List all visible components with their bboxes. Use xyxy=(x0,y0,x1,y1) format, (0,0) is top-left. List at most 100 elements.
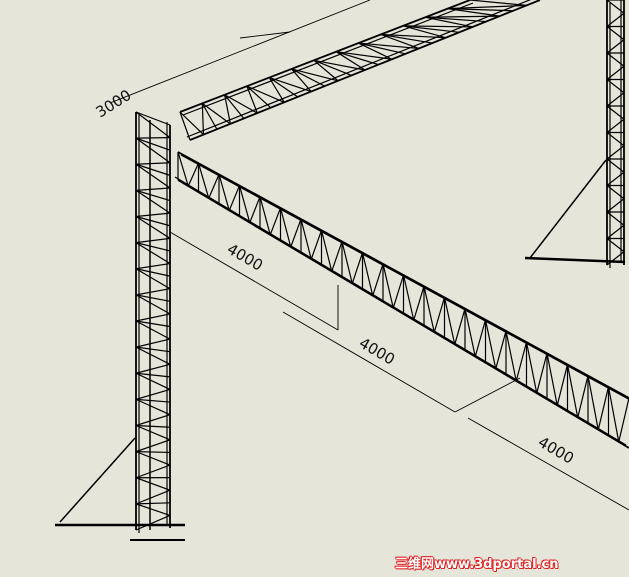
front-beam-diagonal xyxy=(341,241,353,284)
left-column-diagonal xyxy=(135,414,171,427)
front-beam-diagonal xyxy=(525,341,538,394)
right-column-diagonal xyxy=(606,211,625,226)
watermark-logo: 三维网www.3dportal.cn xyxy=(395,557,559,572)
front-beam-diagonal xyxy=(331,241,343,272)
left-column-diagonal xyxy=(135,424,171,441)
rear-beam-diagonal xyxy=(201,103,205,135)
right-column-diagonal xyxy=(606,171,625,186)
front-beam-diagonal xyxy=(484,319,497,369)
front-beam-diagonal xyxy=(464,308,476,357)
rear-beam-strut xyxy=(358,42,406,55)
left-column-diagonal xyxy=(135,398,171,416)
rear-beam-strut xyxy=(403,25,460,33)
dimension-line xyxy=(169,231,339,331)
left-column-strut xyxy=(135,424,171,428)
front-beam-diagonal xyxy=(587,375,599,430)
front-beam-diagonal xyxy=(290,218,302,248)
rear-beam-diagonal xyxy=(358,42,393,60)
front-beam-diagonal xyxy=(259,196,271,235)
front-beam-diagonal xyxy=(392,274,405,309)
extension-line xyxy=(454,377,521,413)
front-beam-diagonal xyxy=(310,230,323,260)
left-column-strut xyxy=(135,111,171,126)
front-beam-diagonal xyxy=(474,319,487,357)
rear-beam-diagonal xyxy=(291,68,339,82)
front-beam-diagonal xyxy=(228,185,241,211)
left-column-diagonal xyxy=(135,363,171,374)
right-column-diagonal xyxy=(606,145,625,160)
front-beam-diagonal xyxy=(556,364,569,406)
left-column-strut xyxy=(135,163,171,176)
rear-beam-diagonal xyxy=(469,0,527,6)
front-beam-diagonal xyxy=(208,174,220,199)
rear-beam-strut xyxy=(313,59,352,76)
left-column-diagonal xyxy=(135,288,171,296)
right-column-diagonal xyxy=(606,158,625,173)
front-beam-diagonal xyxy=(546,353,558,406)
rear-beam-diagonal xyxy=(447,4,527,10)
right-column-diagonal xyxy=(606,92,625,107)
right-column-diagonal xyxy=(606,185,625,200)
right-column-diagonal xyxy=(606,198,625,213)
rear-beam-diagonal xyxy=(268,77,285,103)
front-beam-diagonal xyxy=(279,207,292,248)
rear-beam-strut xyxy=(335,51,379,66)
left-column-strut xyxy=(135,215,171,227)
front-beam-diagonal xyxy=(495,330,507,369)
dimension-4000-1: 4000 xyxy=(224,240,266,275)
front-beam-diagonal xyxy=(515,341,528,382)
rear-beam-strut xyxy=(268,77,299,98)
left-column-strut xyxy=(135,372,171,378)
rear-beam-diagonal xyxy=(313,59,366,71)
front-beam-chord xyxy=(174,176,627,446)
front-beam-diagonal xyxy=(238,185,251,223)
left-column-diagonal xyxy=(135,237,171,244)
front-beam-diagonal xyxy=(577,375,589,418)
dimension-line xyxy=(109,0,371,104)
left-column-strut xyxy=(135,502,171,505)
left-column-diagonal xyxy=(135,388,171,400)
right-column-diagonal xyxy=(606,251,625,266)
left-column-diagonal xyxy=(135,187,171,191)
left-column-diagonal xyxy=(135,294,171,315)
left-column-diagonal xyxy=(135,242,171,265)
right-foot xyxy=(524,256,626,264)
right-column-diagonal xyxy=(606,105,625,120)
dimension-lines xyxy=(109,0,629,511)
rear-beam-diagonal xyxy=(313,59,339,82)
right-column-diagonal xyxy=(606,132,625,147)
left-column-diagonal xyxy=(135,111,171,139)
extension-line xyxy=(239,31,291,39)
right-column-diagonal xyxy=(606,224,625,239)
left-column-diagonal xyxy=(135,163,171,189)
rear-beam-diagonal xyxy=(246,85,285,103)
right-column-diagonal xyxy=(606,39,625,54)
front-beam-diagonal xyxy=(423,286,435,333)
right-column-diagonal xyxy=(606,26,625,41)
rear-beam-chord xyxy=(186,0,532,138)
front-beam-diagonal xyxy=(269,207,282,236)
left-column-diagonal xyxy=(135,503,171,516)
front-beam-diagonal xyxy=(413,286,425,321)
front-beam-diagonal xyxy=(505,330,517,382)
left-column-diagonal xyxy=(135,514,171,531)
rear-beam-diagonal xyxy=(336,51,393,60)
rear-beam-diagonal xyxy=(179,111,204,136)
left-column-strut xyxy=(135,346,171,353)
left-column-strut xyxy=(135,451,171,454)
rear-beam-diagonal xyxy=(335,51,366,71)
front-beam-diagonal xyxy=(454,308,466,345)
dimension-3000: 3000 xyxy=(93,86,135,122)
rear-beam-strut xyxy=(201,103,218,130)
rear-beam-strut xyxy=(224,94,245,119)
rear-beam-diagonal xyxy=(403,25,473,28)
rear-beam-diagonal xyxy=(201,102,231,125)
rear-beam-strut xyxy=(380,33,433,44)
rear-beam-diagonal xyxy=(380,33,420,50)
rear-beam-strut xyxy=(246,85,272,109)
left-column-strut xyxy=(135,320,171,328)
left-column-strut xyxy=(135,268,171,277)
truss-structure xyxy=(55,0,629,541)
left-column-strut xyxy=(135,189,171,202)
